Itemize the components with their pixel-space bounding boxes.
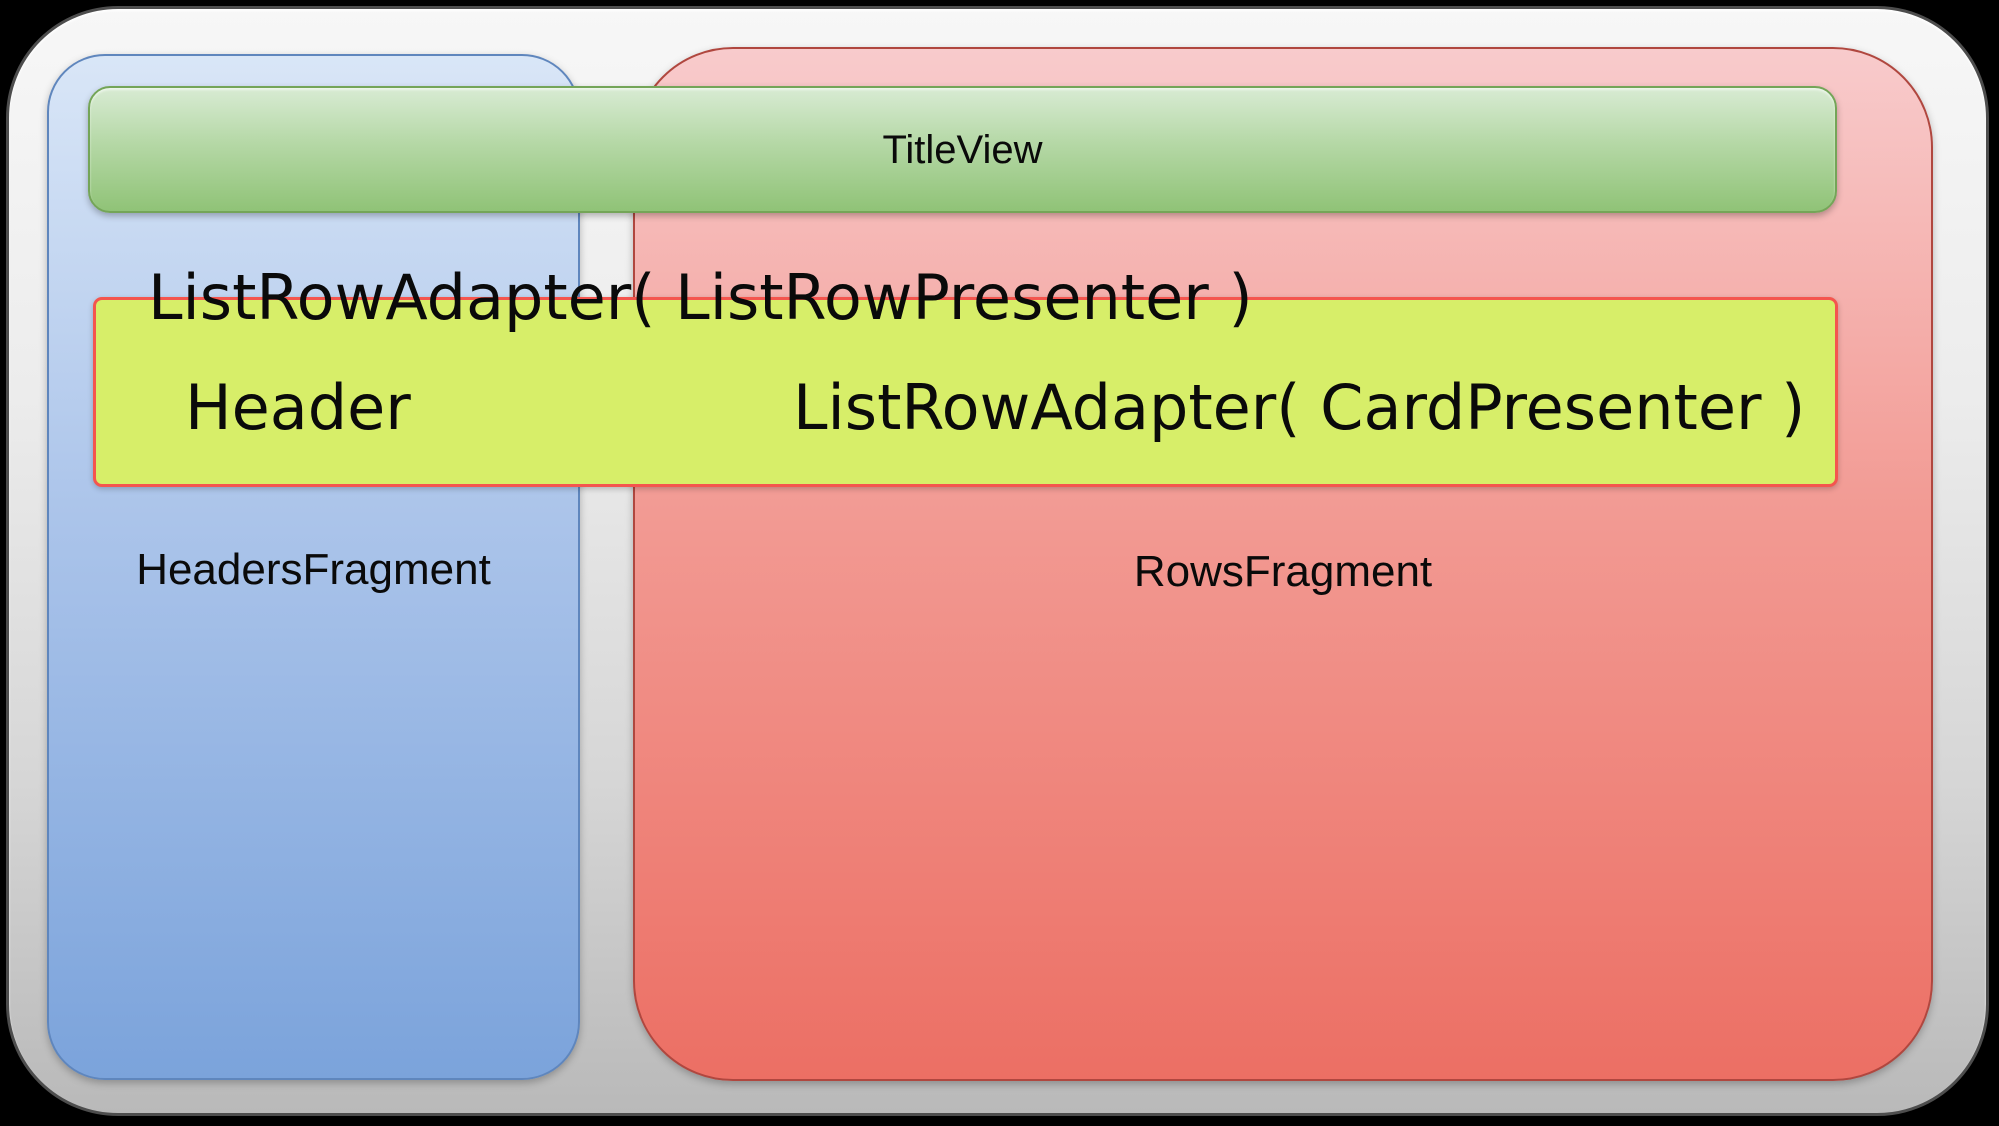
listrow-adapter-card-presenter-label: ListRowAdapter( CardPresenter ) — [793, 371, 1806, 444]
header-label: Header — [185, 371, 411, 444]
listrow-adapter-listrow-presenter-label: ListRowAdapter( ListRowPresenter ) — [148, 261, 1253, 334]
titleview-label: TitleView — [882, 127, 1043, 172]
headers-fragment-label: HeadersFragment — [136, 545, 491, 594]
titleview-bar: TitleView — [88, 86, 1837, 213]
rows-fragment-label: RowsFragment — [1133, 547, 1433, 596]
rows-fragment-panel — [633, 47, 1933, 1081]
headers-fragment-panel — [47, 54, 580, 1080]
listrow-bar — [93, 297, 1838, 487]
